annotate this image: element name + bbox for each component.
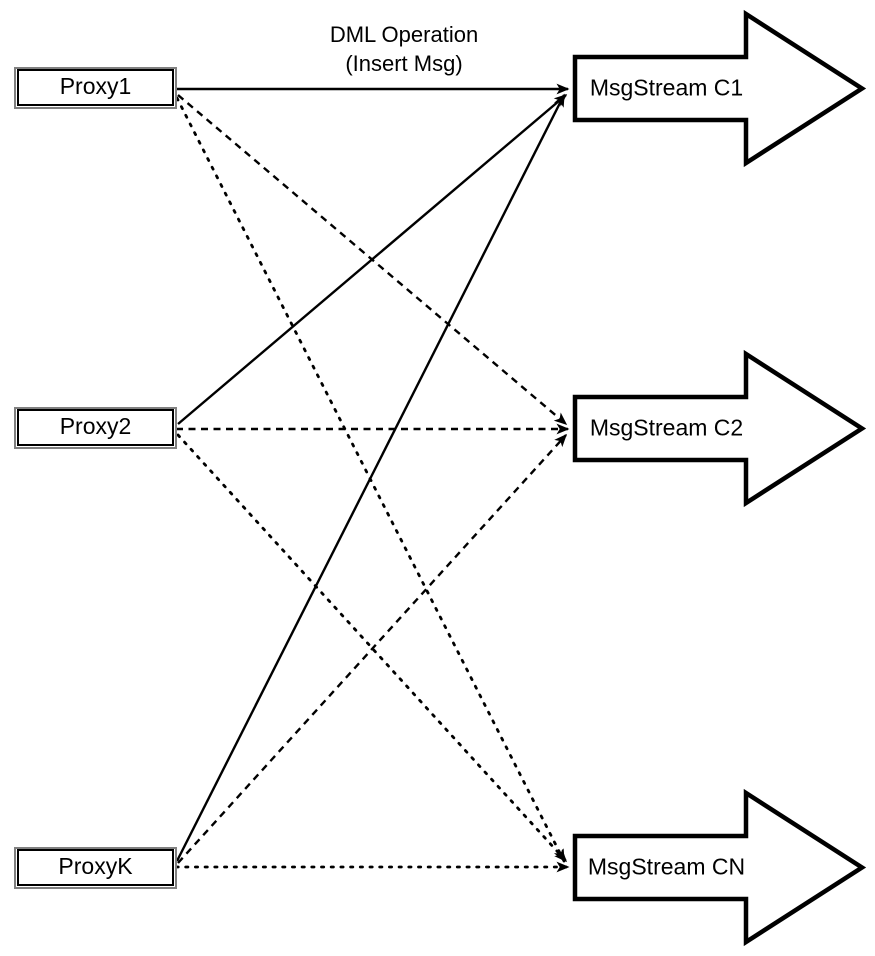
stream-arrow-shape <box>572 9 867 168</box>
proxy-proxy2[interactable]: Proxy2 <box>14 407 177 449</box>
stream-arrow-shape <box>572 349 867 508</box>
edge-p2_cn <box>176 433 568 863</box>
edge-label-line2: (Insert Msg) <box>345 51 462 76</box>
stream-stream_cn[interactable]: MsgStream CN <box>572 788 867 947</box>
proxy-box <box>17 69 174 106</box>
edge-p2_c1 <box>177 94 568 425</box>
stream-label: MsgStream C2 <box>590 415 743 441</box>
edge-label-line1: DML Operation <box>330 22 478 47</box>
proxy-label: ProxyK <box>58 853 133 879</box>
edge-pk_c2 <box>177 433 568 864</box>
stream-stream_c2[interactable]: MsgStream C2 <box>572 349 867 508</box>
stream-label: MsgStream CN <box>588 854 745 880</box>
stream-arrow-shape <box>572 788 867 947</box>
edge-label-group: DML Operation (Insert Msg) <box>330 22 478 76</box>
proxy-proxy1[interactable]: Proxy1 <box>14 67 177 109</box>
proxy-box <box>17 409 174 446</box>
streams-layer: MsgStream C1 MsgStream C2 MsgStream CN <box>572 9 867 947</box>
stream-label: MsgStream C1 <box>590 75 743 101</box>
proxy-box <box>17 849 174 886</box>
edge-pk_c1 <box>175 93 566 862</box>
proxy-label: Proxy1 <box>60 73 132 99</box>
proxy-label: Proxy2 <box>60 413 132 439</box>
stream-stream_c1[interactable]: MsgStream C1 <box>572 9 867 168</box>
proxy-proxyk[interactable]: ProxyK <box>14 847 177 889</box>
edges-layer <box>174 83 570 873</box>
